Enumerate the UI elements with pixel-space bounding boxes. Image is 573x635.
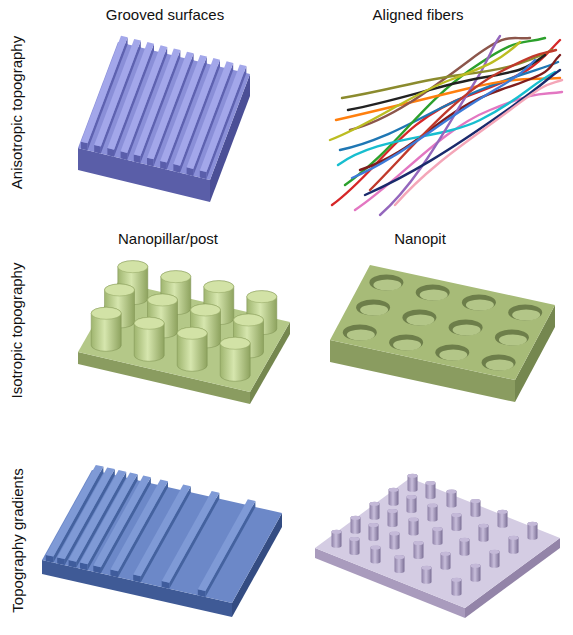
row-title: Topography gradients xyxy=(9,468,26,612)
row-title-holder: Isotropic topography xyxy=(9,262,26,398)
column-title: Grooved surfaces xyxy=(106,6,224,23)
row-title-holder: Topography gradients xyxy=(9,468,26,612)
row-title: Isotropic topography xyxy=(9,262,26,398)
column-title-holder: Grooved surfaces xyxy=(106,6,224,23)
column-title: Nanopit xyxy=(394,230,446,247)
row-title: Anisotropic topography xyxy=(9,35,26,188)
nanopit-surface xyxy=(330,265,555,402)
pillar-gradient-surface xyxy=(315,474,560,618)
column-title: Nanopillar/post xyxy=(118,230,218,247)
column-title-holder: Aligned fibers xyxy=(373,6,464,23)
groove-gradient-surface xyxy=(42,465,282,617)
row-title-holder: Anisotropic topography xyxy=(9,35,26,188)
column-title-holder: Nanopillar/post xyxy=(118,230,218,247)
nanopillar-surface xyxy=(78,261,290,404)
grooved-surface xyxy=(78,36,250,202)
aligned-fibers xyxy=(330,36,562,215)
column-title-holder: Nanopit xyxy=(394,230,446,247)
column-title: Aligned fibers xyxy=(373,6,464,23)
